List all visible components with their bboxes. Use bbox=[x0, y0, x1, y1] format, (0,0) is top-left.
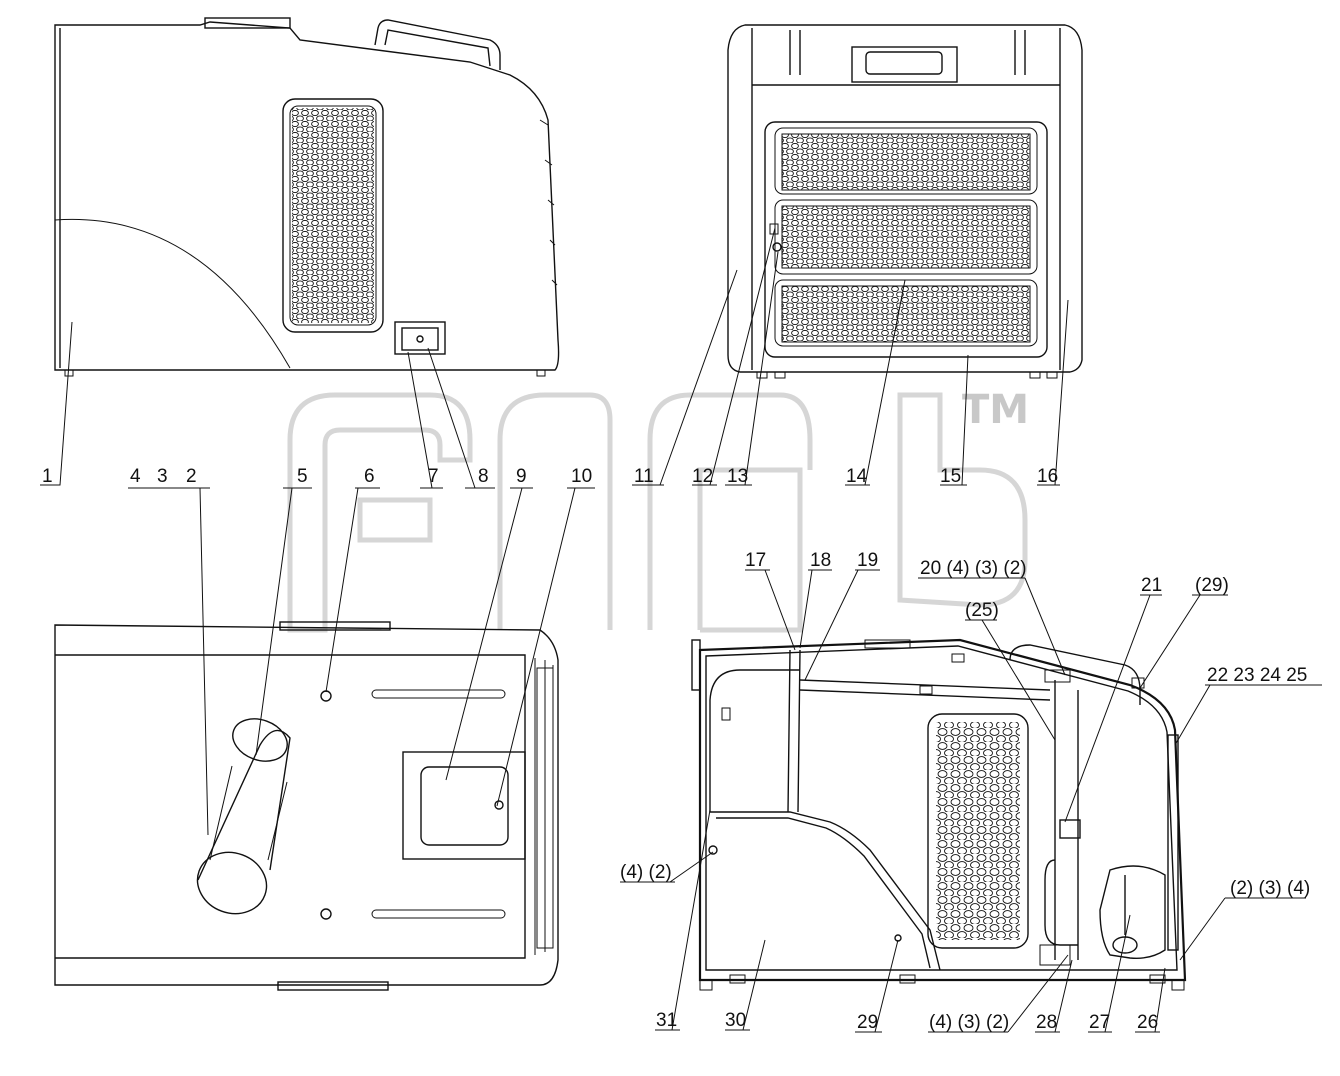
callout-20-group: 20 (4) (3) (2) bbox=[920, 558, 1027, 579]
callout-4-2-ref: (4) (2) bbox=[620, 862, 672, 883]
callout-28: 28 bbox=[1036, 1012, 1057, 1033]
callout-8: 8 bbox=[478, 466, 489, 487]
callout-27: 27 bbox=[1089, 1012, 1110, 1033]
callout-1: 1 bbox=[42, 466, 53, 487]
side-view-top-left bbox=[54, 17, 560, 377]
callout-4-3-2-ref: (4) (3) (2) bbox=[929, 1012, 1009, 1033]
callout-17: 17 bbox=[745, 550, 766, 571]
callout-22-25-group: 22 23 24 25 bbox=[1207, 665, 1307, 686]
callout-31: 31 bbox=[656, 1010, 677, 1031]
callout-14: 14 bbox=[846, 466, 868, 487]
watermark-logo: TM bbox=[287, 387, 1029, 633]
callout-15: 15 bbox=[940, 466, 961, 487]
callout-11: 11 bbox=[634, 466, 654, 487]
callout-13: 13 bbox=[727, 466, 748, 487]
callout-5: 5 bbox=[297, 466, 308, 487]
watermark-tm: TM bbox=[962, 387, 1029, 433]
callout-21: 21 bbox=[1141, 575, 1162, 596]
callout-6: 6 bbox=[364, 466, 375, 487]
callout-3: 3 bbox=[157, 466, 168, 487]
callout-10: 10 bbox=[571, 466, 592, 487]
leader-lines bbox=[40, 227, 1322, 1033]
front-view-top-right bbox=[727, 24, 1083, 379]
top-view-bottom-left bbox=[54, 621, 559, 991]
callout-16: 16 bbox=[1037, 466, 1058, 487]
callout-2-3-4-ref: (2) (3) (4) bbox=[1230, 878, 1310, 899]
callout-18: 18 bbox=[810, 550, 831, 571]
callout-4: 4 bbox=[130, 466, 141, 487]
callout-12: 12 bbox=[692, 466, 713, 487]
callout-labels: 1 2 3 4 5 6 7 8 9 10 11 12 13 14 15 16 1… bbox=[42, 466, 1310, 1033]
callout-30: 30 bbox=[725, 1010, 746, 1031]
callout-2: 2 bbox=[186, 466, 197, 487]
callout-7: 7 bbox=[428, 466, 439, 487]
callout-9: 9 bbox=[516, 466, 527, 487]
callout-19: 19 bbox=[857, 550, 878, 571]
callout-26: 26 bbox=[1137, 1012, 1158, 1033]
callout-29: 29 bbox=[857, 1012, 878, 1033]
callout-25-ref: (25) bbox=[965, 600, 999, 621]
frame-view-bottom-right bbox=[691, 638, 1187, 991]
callout-29-ref: (29) bbox=[1195, 575, 1229, 596]
